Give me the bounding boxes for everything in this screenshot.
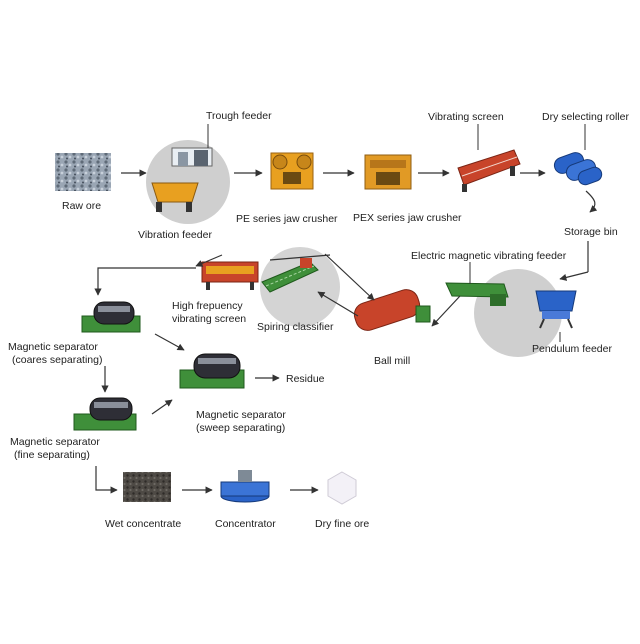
- dry-fine-ore-image: [327, 471, 357, 505]
- arrow-ballmill-to-classifier: [317, 291, 359, 317]
- arrow-coarse-to-sweep: [154, 333, 185, 351]
- magnetic-separator-fine-image: [73, 397, 137, 431]
- label-pe-jaw-crusher: PE series jaw crusher: [236, 213, 338, 225]
- label-storage-bin: Storage bin: [564, 226, 618, 238]
- label-high-frequency-screen-line2: vibrating screen: [172, 313, 247, 325]
- arrow-classifier-return: [324, 253, 375, 301]
- label-mag-sep-fine-line2: (fine separating): [14, 449, 90, 461]
- label-pendulum-feeder: Pendulum feeder: [532, 343, 612, 355]
- arrow-to-highscreen: [195, 254, 223, 267]
- label-high-frequency-screen-line1: High frepuency: [172, 300, 243, 312]
- arrow-classifier-to-screen: [269, 254, 331, 261]
- label-residue: Residue: [286, 373, 325, 385]
- arrow-bin-to-feeder: [559, 271, 589, 281]
- label-trough-feeder: Trough feeder: [206, 110, 272, 122]
- wet-concentrate-image: [123, 472, 171, 502]
- label-pex-jaw-crusher: PEX series jaw crusher: [353, 212, 462, 224]
- electric-magnetic-vibrating-feeder-image: [445, 282, 509, 306]
- raw-ore-image: [55, 153, 111, 191]
- magnetic-separator-coarse-image: [81, 301, 141, 333]
- magnetic-separator-sweep-image: [179, 353, 245, 389]
- vibration-feeder-image: [151, 182, 199, 212]
- high-frequency-screen-image: [201, 261, 259, 290]
- label-mag-sep-fine-line1: Magnetic separator: [10, 436, 100, 448]
- dry-selecting-roller-image: [553, 152, 603, 186]
- label-concentrator: Concentrator: [215, 518, 276, 530]
- vibrating-screen-image: [457, 149, 521, 192]
- pex-jaw-crusher-image: [364, 154, 412, 190]
- label-ball-mill: Ball mill: [374, 355, 411, 367]
- label-vibration-feeder: Vibration feeder: [138, 229, 212, 241]
- ball-mill-image: [353, 289, 431, 331]
- label-raw-ore: Raw ore: [62, 200, 102, 212]
- label-dry-selecting-roller: Dry selecting roller: [542, 111, 629, 123]
- label-wet-concentrate: Wet concentrate: [105, 518, 182, 530]
- label-vibrating-screen: Vibrating screen: [428, 111, 504, 123]
- label-mag-sep-coarse-line1: Magnetic separator: [8, 341, 98, 353]
- concentrator-image: [220, 470, 270, 503]
- label-dry-fine-ore: Dry fine ore: [315, 518, 370, 530]
- trough-feeder-image: [171, 147, 213, 167]
- arrow-feeder-to-ballmill: [431, 295, 461, 327]
- arrow-fine-to-sweep: [151, 399, 173, 415]
- label-electric-magnetic-vibrating-feeder: Electric magnetic vibrating feeder: [411, 250, 567, 262]
- arrow-fine-to-wet: [95, 466, 118, 494]
- label-mag-sep-sweep-line2: (sweep separating): [196, 422, 286, 434]
- label-mag-sep-coarse-line2: (coares separating): [12, 354, 103, 366]
- spiring-classifier-image: [261, 258, 319, 293]
- pe-jaw-crusher-image: [270, 152, 314, 190]
- label-mag-sep-sweep-line1: Magnetic separator: [196, 409, 286, 421]
- arrow-roller-to-bin: [585, 190, 598, 213]
- label-spiring-classifier: Spiring classifier: [257, 321, 334, 333]
- circle-classifier: [260, 247, 340, 327]
- arrow-screen-to-coarse: [94, 267, 196, 296]
- pendulum-feeder-image: [535, 290, 577, 329]
